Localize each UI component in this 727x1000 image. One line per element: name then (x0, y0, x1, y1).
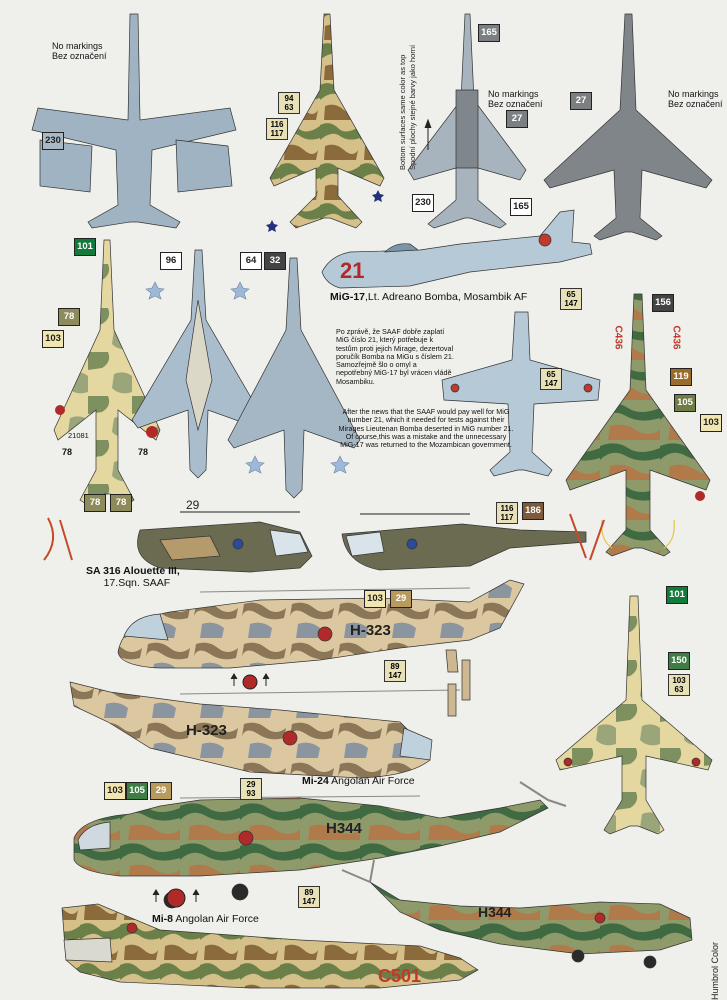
top-view-grey-jet (31, 13, 237, 229)
swatch-165b: 165 (510, 198, 532, 216)
title-mi24: Mi-24 Angolan Air Force (302, 775, 415, 787)
swatch-119: 119 (670, 368, 692, 386)
swatch-29b: 29 (150, 782, 172, 800)
title-mi8: Mi-8 Angolan Air Force (152, 913, 259, 925)
stencil-label: 21081 (68, 431, 89, 440)
mi24-parts (445, 649, 471, 717)
mi8-code-right: H344 (478, 904, 512, 920)
camo-mig21-top (53, 239, 161, 505)
saaf-stars (145, 281, 350, 474)
roundels (55, 405, 705, 908)
mig17-top-view (441, 311, 601, 477)
grey-fighter-bottom (407, 13, 527, 229)
su22-side-view (61, 903, 479, 989)
mi24-code-lower: H-323 (186, 722, 227, 739)
title-mig17: MiG-17,Lt. Adreano Bomba, Mosambik AF (330, 291, 528, 303)
swatch-165a: 165 (478, 24, 500, 42)
mi24-code-upper: H-323 (350, 622, 391, 639)
swatch-101b: 101 (666, 586, 688, 604)
swatch-186: 186 (522, 502, 544, 520)
swatch-103e: 103 (104, 782, 126, 800)
swatch-78b: 78 (62, 447, 73, 457)
note-bottom-surfaces-en: Bottom surfaces same color as top (398, 54, 407, 170)
su-left-wing-code: C436 (612, 325, 624, 350)
mirage-blue-2 (227, 257, 361, 499)
note-bottom-surfaces-cz: Spodní plochy stejné barvy jako horní (408, 44, 417, 170)
swatch-101a: 101 (74, 238, 96, 256)
swatch-230a: 230 (42, 132, 64, 150)
swatch-78c: 78 (138, 447, 149, 457)
mi24-lower (69, 681, 461, 779)
swatch-78a: 78 (58, 308, 80, 326)
swatch-78e: 78 (110, 494, 132, 512)
swatch-96: 96 (160, 252, 182, 270)
mi24-upper (117, 579, 525, 669)
swatch-29a: 29 (390, 590, 412, 608)
arrows (152, 118, 432, 902)
swatch-105b: 105 (126, 782, 148, 800)
su22-nose-code: C501 (378, 966, 422, 986)
swatch-27b: 27 (570, 92, 592, 110)
mirage-blue-1 (131, 249, 265, 479)
swatch-103c: 103 (364, 590, 386, 608)
swatch-32: 32 (264, 252, 286, 270)
story-en: After the news that the SAAF would pay w… (338, 407, 514, 450)
su22-top-view (565, 293, 711, 557)
swatch-150: 150 (668, 652, 690, 670)
mi8-left (73, 781, 567, 909)
swatch-105a: 105 (674, 394, 696, 412)
swatch-103b: 103 (700, 414, 722, 432)
su22-lower-right (555, 595, 713, 835)
swatch-78d: 78 (84, 494, 106, 512)
mi8-code-left: H344 (326, 820, 362, 837)
title-alouette: SA 316 Alouette III,17.Sqn. SAAF (86, 565, 180, 589)
blue-stars (266, 190, 384, 232)
swatch-156: 156 (652, 294, 674, 312)
humbrol-color-label: Humbrol Color (710, 941, 720, 1000)
grey-delta-top (543, 13, 713, 241)
swatch-27a: 27 (506, 110, 528, 128)
swatch-230b: 230 (412, 194, 434, 212)
swatch-103a: 103 (42, 330, 64, 348)
alouette-left (43, 511, 313, 573)
top-view-camo-fighter (269, 13, 385, 229)
mi8-right (341, 859, 693, 969)
alouette-right (341, 513, 605, 571)
swatch-64: 64 (240, 252, 262, 270)
story-cz: Po zprávě, že SAAF dobře zaplatí MiG čís… (336, 327, 454, 386)
mig17-side-view (321, 209, 593, 289)
mig17-number: 21 (340, 258, 365, 283)
alouette-number: 29 (186, 498, 200, 512)
su-right-wing-code: C436 (670, 325, 682, 350)
